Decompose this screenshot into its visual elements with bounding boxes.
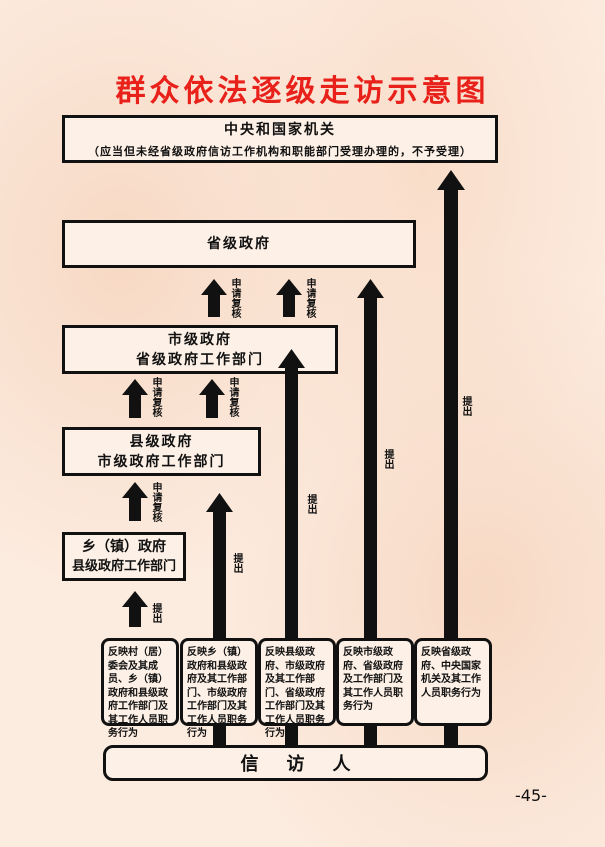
- box-note: （应当但未经省级政府信访工作机构和职能部门受理办理的，不予受理）: [88, 144, 472, 158]
- review-label: 申请复核: [229, 278, 240, 318]
- review-label: 申请复核: [304, 278, 315, 318]
- submit-label: 提出: [231, 553, 242, 573]
- box-label: 市级政府工作部门: [97, 453, 226, 470]
- arrow-up-icon: [201, 279, 227, 317]
- submit-label: 提出: [305, 494, 316, 514]
- submit-label: 提出: [150, 603, 161, 623]
- petitioner-box: 信访人: [103, 745, 488, 781]
- submit-label: 提出: [382, 449, 393, 469]
- review-label: 申请复核: [227, 377, 238, 417]
- arrow-up-icon: [122, 379, 148, 418]
- page-title: 群众依法逐级走访示意图: [115, 74, 490, 109]
- box-province: 省级政府: [62, 220, 416, 268]
- box-label: 县级政府工作部门: [71, 558, 176, 574]
- box-label: 市级政府: [168, 331, 232, 348]
- report-box: 反映省级政府、中央国家机关及其工作人员职务行为: [414, 638, 492, 726]
- box-label: 县级政府: [129, 433, 194, 450]
- box-county: 县级政府 市级政府工作部门: [62, 427, 261, 476]
- arrow-up-icon: [199, 379, 225, 418]
- arrow-up-icon: [276, 279, 302, 317]
- arrow-up-icon: [437, 170, 465, 746]
- arrow-up-icon: [122, 591, 148, 627]
- box-label: 中央和国家机关: [224, 121, 336, 138]
- box-label: 省级政府: [207, 236, 271, 252]
- review-label: 申请复核: [150, 482, 161, 522]
- report-box: 反映村（居）委会及其成员、乡（镇）政府和县级政府工作部门及其工作人员职务行为: [101, 638, 179, 739]
- submit-label: 提出: [460, 396, 471, 416]
- page-number: -45-: [515, 786, 547, 805]
- box-label: 省级政府工作部门: [136, 351, 264, 368]
- report-box: 反映乡（镇）政府和县级政府及其工作部门、市级政府工作部门及其工作人员职务行为: [180, 638, 258, 739]
- box-township: 乡（镇）政府 县级政府工作部门: [62, 532, 186, 581]
- box-central-state-organs: 中央和国家机关 （应当但未经省级政府信访工作机构和职能部门受理办理的，不予受理）: [62, 115, 498, 163]
- review-label: 申请复核: [150, 377, 161, 417]
- report-box: 反映市级政府、省级政府及工作部门及其工作人员职务行为: [336, 638, 414, 726]
- arrow-up-icon: [357, 279, 384, 746]
- arrow-up-icon: [122, 482, 148, 521]
- report-box: 反映县级政府、市级政府及其工作部门、省级政府工作部门及其工作人员职务行为: [258, 638, 336, 739]
- box-label: 乡（镇）政府: [82, 538, 166, 555]
